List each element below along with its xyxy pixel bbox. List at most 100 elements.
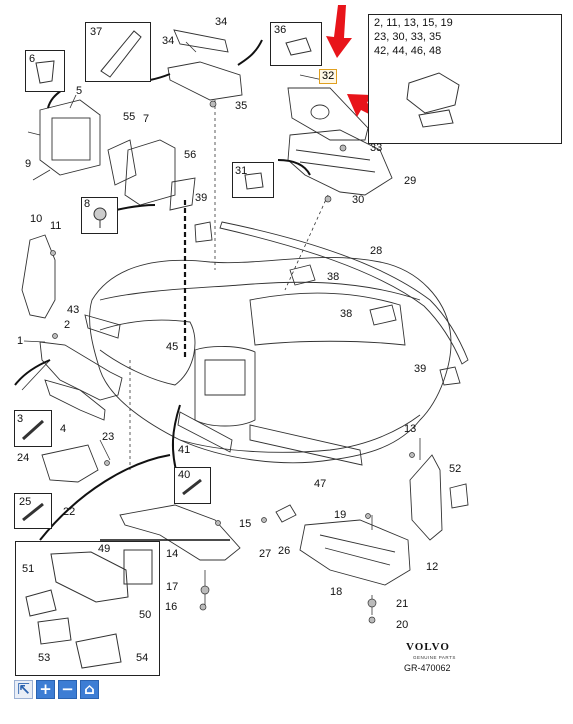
dashboard-cluster-hood	[99, 319, 196, 386]
label-32: 32	[319, 69, 338, 84]
inset-3	[14, 410, 52, 447]
label-40: 40	[178, 469, 191, 481]
label-20: 20	[396, 619, 409, 631]
part-12	[409, 454, 443, 541]
label-49: 49	[98, 543, 111, 555]
label-35: 35	[235, 100, 248, 112]
part-28	[219, 221, 469, 365]
pointer-tool-button[interactable]: ⇱	[14, 680, 33, 699]
part-34-tray	[167, 61, 243, 101]
label-22: 22	[63, 506, 76, 518]
part-41	[177, 411, 233, 453]
inset-25	[14, 493, 52, 529]
part-10	[21, 234, 56, 319]
label-55: 55	[123, 111, 136, 123]
label-24: 24	[17, 452, 30, 464]
label-17: 17	[166, 581, 179, 593]
label-14: 14	[166, 548, 179, 560]
label-25: 25	[19, 496, 32, 508]
label-33: 33	[370, 142, 383, 154]
label-38-b: 38	[340, 308, 353, 320]
label-43: 43	[67, 304, 80, 316]
label-34-top: 34	[215, 16, 228, 28]
part-14	[119, 504, 241, 561]
home-button[interactable]: ⌂	[80, 680, 99, 699]
label-36: 36	[274, 24, 287, 36]
inset-8	[81, 197, 118, 234]
legend-line-1: 2, 11, 13, 15, 19	[374, 17, 453, 29]
label-3: 3	[17, 413, 24, 425]
part-7	[124, 139, 176, 206]
dashboard-outline	[89, 257, 452, 464]
label-23: 23	[102, 431, 115, 443]
label-8: 8	[84, 198, 91, 210]
part-5	[39, 99, 101, 176]
label-51: 51	[22, 563, 35, 575]
dashboard-upper	[99, 281, 421, 301]
volvo-logo-subtitle: GENUINE PARTS	[413, 655, 456, 660]
label-21: 21	[396, 598, 409, 610]
dashboard-lower	[179, 414, 421, 453]
part-18	[299, 519, 411, 586]
zoom-out-button[interactable]: −	[58, 680, 77, 699]
legend-line-3: 42, 44, 46, 48	[374, 45, 442, 57]
label-41: 41	[178, 444, 191, 456]
label-16: 16	[165, 601, 178, 613]
label-9: 9	[25, 158, 32, 170]
volvo-logo: VOLVO	[406, 641, 450, 653]
viewer-toolbar: ⇱ + − ⌂	[14, 680, 99, 699]
red-arrow-down	[326, 5, 352, 58]
label-31: 31	[235, 165, 248, 177]
inset-big	[15, 541, 160, 676]
label-30: 30	[352, 194, 365, 206]
label-39-a: 39	[195, 192, 208, 204]
label-4: 4	[60, 423, 67, 435]
label-19: 19	[334, 509, 347, 521]
part-4	[44, 379, 106, 421]
label-26: 26	[278, 545, 291, 557]
label-38-a: 38	[327, 271, 340, 283]
label-7: 7	[143, 113, 150, 125]
label-13: 13	[404, 423, 417, 435]
part-1	[39, 341, 123, 401]
center-vent	[204, 359, 246, 396]
passenger-area	[249, 292, 406, 346]
label-6: 6	[29, 53, 36, 65]
label-27: 27	[259, 548, 272, 560]
part-32	[287, 87, 369, 141]
label-18: 18	[330, 586, 343, 598]
label-1: 1	[17, 335, 24, 347]
part-47	[249, 424, 363, 466]
label-2: 2	[64, 319, 71, 331]
label-11: 11	[50, 220, 62, 232]
inset-31	[232, 162, 274, 198]
inset-legend	[368, 14, 562, 144]
label-53: 53	[38, 652, 51, 664]
label-50: 50	[139, 609, 152, 621]
label-39-b: 39	[414, 363, 427, 375]
label-28: 28	[370, 245, 383, 257]
part-34-top	[173, 29, 229, 53]
label-45: 45	[166, 341, 179, 353]
zoom-in-button[interactable]: +	[36, 680, 55, 699]
label-56: 56	[184, 149, 197, 161]
inset-36	[270, 22, 322, 66]
label-47: 47	[314, 478, 327, 490]
center-stack	[194, 346, 256, 427]
label-15: 15	[239, 518, 252, 530]
inset-40	[174, 467, 211, 504]
inset-37	[85, 22, 151, 82]
part-29	[287, 129, 393, 196]
label-10: 10	[30, 213, 43, 225]
label-54: 54	[136, 652, 149, 664]
inset-6	[25, 50, 65, 92]
legend-line-2: 23, 30, 33, 35	[374, 31, 442, 43]
label-34-tray: 34	[162, 35, 175, 47]
diagram-reference: GR-470062	[404, 663, 451, 673]
label-29: 29	[404, 175, 417, 187]
label-52: 52	[449, 463, 462, 475]
label-37: 37	[90, 26, 103, 38]
label-5: 5	[76, 85, 83, 97]
part-22	[41, 444, 99, 483]
